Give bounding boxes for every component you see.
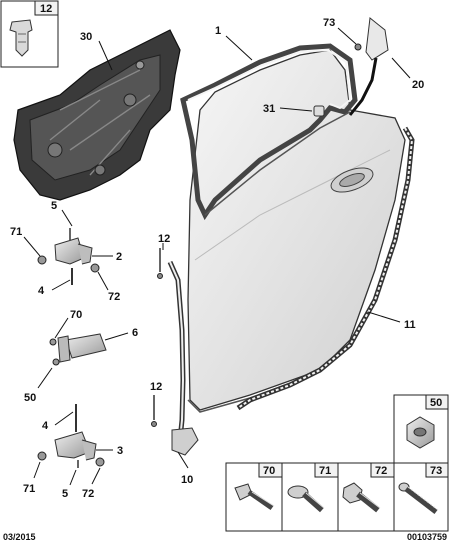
- hex-bolt-icon: [342, 482, 381, 513]
- box-71-label: 71: [319, 465, 331, 477]
- box-70-label: 70: [263, 465, 275, 477]
- callout-12-lower: 12: [150, 381, 162, 393]
- callout-72-upper: 72: [108, 291, 120, 303]
- screw-icon: [398, 482, 439, 514]
- upper-hinge-part-2: [37, 228, 100, 285]
- bolt-icon: [234, 483, 275, 511]
- box-12-label: 12: [40, 3, 52, 15]
- door-check-part-6: [49, 333, 107, 366]
- cap-part-31: [313, 105, 325, 117]
- box-50-label: 50: [430, 397, 442, 409]
- box-part-70: 70: [225, 462, 283, 532]
- box-part-50: 50: [393, 394, 449, 464]
- screw-part-73-top: [354, 43, 362, 51]
- callout-5-lower: 5: [62, 488, 68, 500]
- rear-door-part-1: [180, 43, 406, 413]
- callout-2: 2: [116, 251, 122, 263]
- callout-12-upper: 12: [158, 233, 170, 245]
- callout-70: 70: [70, 309, 82, 321]
- callout-4-upper: 4: [38, 285, 45, 297]
- callout-71-lower: 71: [23, 483, 35, 495]
- callout-72-lower: 72: [82, 488, 94, 500]
- box-72-label: 72: [375, 465, 387, 477]
- door-seal-part-10: [167, 260, 199, 456]
- callout-50: 50: [24, 392, 36, 404]
- callout-31: 31: [263, 103, 275, 115]
- callout-1: 1: [215, 25, 221, 37]
- clip-icon: [9, 19, 33, 57]
- lower-hinge-part-3: [37, 404, 105, 468]
- corner-trim-part-20: [348, 17, 389, 116]
- window-regulator-part-30: [13, 29, 181, 201]
- callout-3: 3: [117, 445, 123, 457]
- callout-6: 6: [132, 327, 138, 339]
- box-part-71: 71: [281, 462, 339, 532]
- callout-4-lower: 4: [42, 420, 49, 432]
- callout-10: 10: [181, 474, 193, 486]
- nut-icon: [406, 416, 435, 449]
- footer-reference: 00103759: [406, 532, 447, 542]
- box-part-73: 73: [393, 462, 449, 532]
- footer-date: 03/2015: [3, 532, 36, 542]
- callout-71-upper: 71: [10, 226, 22, 238]
- pin-part-12-lower: [151, 395, 157, 427]
- callout-5-upper: 5: [51, 200, 57, 212]
- callout-30: 30: [80, 31, 92, 43]
- pin-part-12-upper: [157, 248, 163, 279]
- box-73-label: 73: [430, 465, 442, 477]
- box-part-12: 12: [0, 0, 59, 68]
- seal-strip-part-11: [236, 126, 415, 411]
- callout-11: 11: [404, 319, 416, 331]
- callout-73: 73: [323, 17, 335, 29]
- callout-20: 20: [412, 79, 424, 91]
- box-part-72: 72: [337, 462, 395, 532]
- flange-bolt-icon: [287, 485, 325, 513]
